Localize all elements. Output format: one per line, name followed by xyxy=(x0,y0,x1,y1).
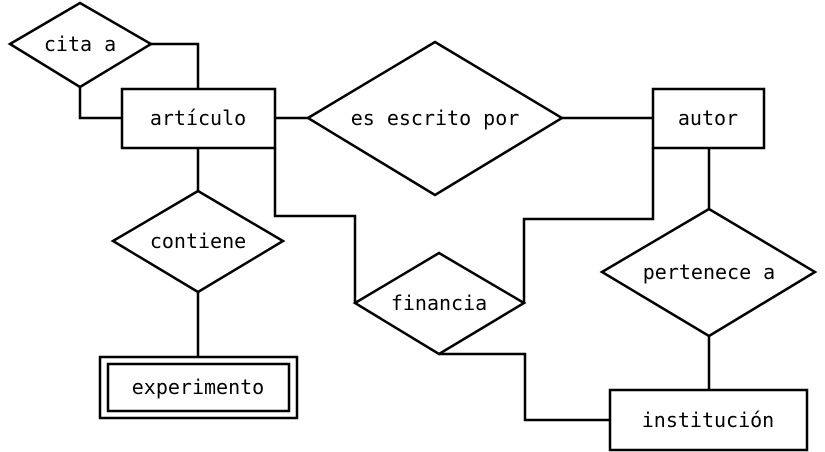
relationship-label: contiene xyxy=(150,229,246,253)
relationship-cita-a: cita a xyxy=(7,1,154,89)
relationship-financia: financia xyxy=(352,251,527,356)
relationship-es-escrito-por: es escrito por xyxy=(305,40,565,197)
entity-label: artículo xyxy=(150,106,246,130)
entity-label: institución xyxy=(642,408,774,432)
entity-label: experimento xyxy=(132,375,264,399)
relationship-label: pertenece a xyxy=(643,260,775,284)
relationship-label: cita a xyxy=(44,32,116,56)
entity-autor: autor xyxy=(651,87,766,150)
relationship-pertenece-a: pertenece a xyxy=(599,207,818,338)
entity-articulo: artículo xyxy=(120,87,277,150)
connector-cita-articulo-top xyxy=(151,42,200,89)
relationship-label: es escrito por xyxy=(351,106,520,130)
connector-financia-institucion xyxy=(439,352,610,422)
entity-label: autor xyxy=(678,106,738,130)
connector-cita-articulo-left xyxy=(78,87,122,120)
relationship-contiene: contiene xyxy=(110,189,286,294)
entity-institucion: institución xyxy=(608,388,809,452)
relationship-label: financia xyxy=(391,291,487,315)
connector-articulo-financia xyxy=(273,148,357,303)
weak-entity-experimento: experimento xyxy=(98,355,299,420)
connector-autor-financia xyxy=(522,148,655,303)
